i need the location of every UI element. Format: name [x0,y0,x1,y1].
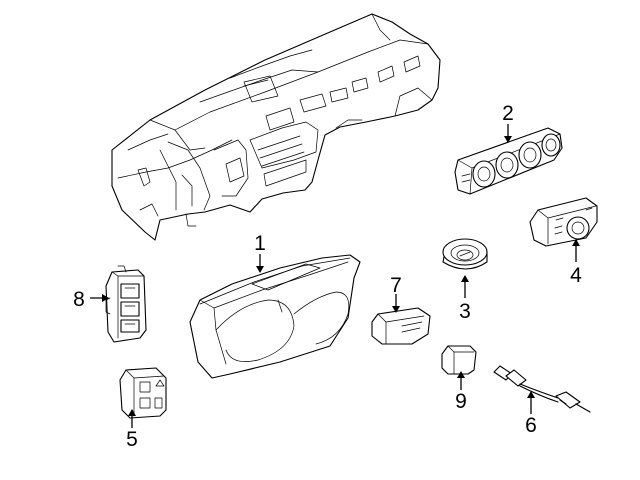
control-module [371,307,431,345]
callout-8: 8 [73,288,85,311]
wire-harness [493,365,591,413]
callout-3: 3 [459,300,471,323]
callout-7: 7 [390,274,402,297]
climate-control-panel [454,127,563,195]
callout-6: 6 [525,414,537,437]
callout-2: 2 [502,102,514,125]
instrument-cluster [189,254,361,379]
callout-4: 4 [570,264,582,287]
callout-1: 1 [254,232,266,255]
small-switch [441,345,477,375]
callout-9: 9 [455,390,467,413]
callout-labels: 1 2 3 4 5 6 7 8 9 [73,102,582,451]
window-switch [119,367,167,419]
callout-5: 5 [126,428,138,451]
leader-lines [90,124,580,428]
round-push-button [442,238,488,270]
switch-panel [105,265,147,343]
instrument-panel [111,13,441,241]
headlight-switch [529,197,598,247]
